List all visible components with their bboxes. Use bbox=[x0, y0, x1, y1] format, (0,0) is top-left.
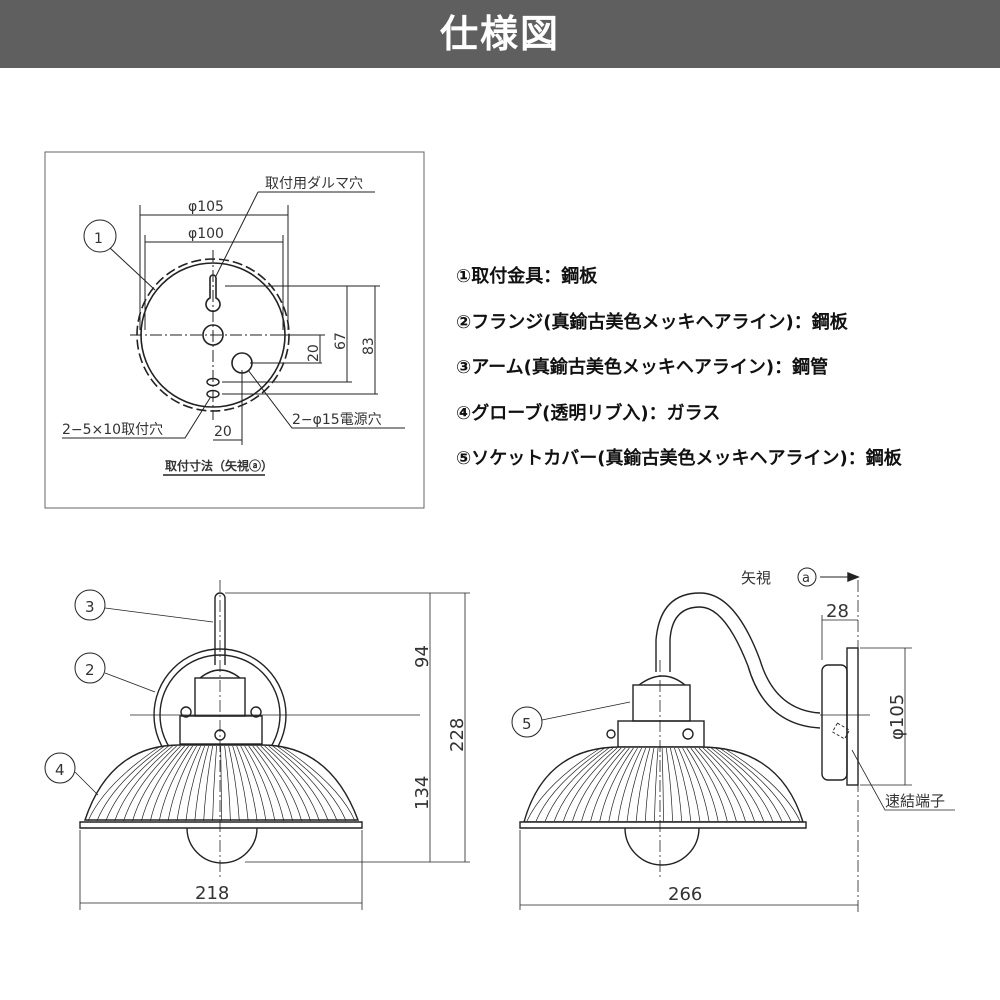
spec-item: ①取付金具：鋼板 bbox=[456, 266, 598, 287]
glass-rib bbox=[96, 745, 165, 822]
glass-rib bbox=[212, 745, 218, 822]
glass-rib bbox=[590, 747, 630, 822]
glass-rib bbox=[526, 747, 601, 822]
glass-rib bbox=[228, 745, 240, 822]
label-power-holes: 2−φ15電源穴 bbox=[292, 412, 382, 428]
dim-28: 28 bbox=[826, 601, 849, 622]
glass-rib bbox=[167, 745, 197, 822]
spec-item: ③アーム(真鍮古美色メッキヘアライン)：鋼管 bbox=[456, 357, 829, 378]
glass-rib bbox=[690, 747, 728, 822]
glass-rib bbox=[203, 745, 214, 822]
glass-rib bbox=[276, 745, 347, 822]
glass-rib bbox=[158, 745, 193, 822]
callout-2: 2 bbox=[85, 661, 95, 679]
dim-134: 134 bbox=[412, 776, 433, 810]
glass-rib bbox=[252, 745, 294, 822]
callout-1: 1 bbox=[94, 231, 103, 247]
glass-rib bbox=[661, 747, 664, 822]
glass-rib bbox=[141, 745, 185, 822]
callout-5: 5 bbox=[522, 715, 532, 733]
side-view bbox=[511, 567, 955, 915]
glass-rib bbox=[248, 745, 285, 822]
glass-rib bbox=[553, 747, 614, 822]
callout-3: 3 bbox=[85, 598, 95, 616]
dim-266: 266 bbox=[668, 884, 702, 905]
dim-218: 218 bbox=[195, 883, 229, 904]
spec-item: ⑤ソケットカバー(真鍮古美色メッキヘアライン)：鋼板 bbox=[456, 448, 902, 469]
glass-rib bbox=[256, 745, 302, 822]
spec-list: ①取付金具：鋼板 ②フランジ(真鍮古美色メッキヘアライン)：鋼板 ③アーム(真鍮… bbox=[456, 262, 902, 490]
glass-rib bbox=[723, 747, 801, 822]
glass-rib bbox=[240, 745, 267, 822]
page-title: 仕様図 bbox=[0, 0, 1000, 68]
glass-rib bbox=[194, 745, 209, 822]
label-keyhole: 取付用ダルマ穴 bbox=[265, 176, 363, 192]
glass-rib bbox=[87, 745, 161, 822]
mount-view bbox=[44, 151, 425, 509]
view-label: 矢視 bbox=[741, 569, 771, 587]
glass-rib bbox=[678, 747, 701, 822]
dim-67: 67 bbox=[333, 332, 349, 350]
glass-rib bbox=[711, 747, 774, 822]
glass-rib bbox=[702, 747, 755, 822]
glass-rib bbox=[264, 745, 320, 822]
glass-rib bbox=[132, 745, 181, 822]
glass-rib bbox=[686, 747, 719, 822]
glass-rib bbox=[669, 747, 683, 822]
glass-rib bbox=[608, 747, 638, 822]
spec-item: ④グローブ(透明リブ入)：ガラス bbox=[456, 402, 721, 424]
glass-rib bbox=[123, 745, 177, 822]
glass-rib bbox=[581, 747, 626, 822]
dim-20-vertical: 20 bbox=[306, 344, 322, 362]
dim-105-side: φ105 bbox=[887, 694, 908, 740]
glass-rib bbox=[220, 745, 222, 822]
glass-rib bbox=[599, 747, 634, 822]
dim-94: 94 bbox=[412, 645, 433, 668]
glass-rib bbox=[617, 747, 642, 822]
glass-rib bbox=[674, 747, 692, 822]
glass-rib bbox=[719, 747, 792, 822]
glass-rib bbox=[715, 747, 783, 822]
dim-outer: φ105 bbox=[188, 199, 224, 215]
dim-83: 83 bbox=[361, 337, 377, 355]
spec-item: ②フランジ(真鍮古美色メッキヘアライン)：鋼板 bbox=[456, 311, 848, 333]
glass-rib bbox=[563, 747, 618, 822]
glass-rib bbox=[665, 747, 673, 822]
glass-rib bbox=[224, 745, 231, 822]
glass-rib bbox=[268, 745, 329, 822]
glass-rib bbox=[280, 745, 356, 822]
glass-rib bbox=[535, 747, 605, 822]
glass-rib bbox=[176, 745, 201, 822]
glass-rib bbox=[105, 745, 169, 822]
glass-rib bbox=[626, 747, 647, 822]
dim-228: 228 bbox=[447, 718, 468, 752]
glass-rib bbox=[572, 747, 622, 822]
glass-rib bbox=[698, 747, 746, 822]
glass-rib bbox=[185, 745, 205, 822]
glass-rib bbox=[260, 745, 311, 822]
glass-rib bbox=[272, 745, 338, 822]
dim-inner: φ100 bbox=[188, 226, 224, 242]
front-view bbox=[44, 580, 470, 910]
glass-rib bbox=[544, 747, 610, 822]
glass-rib bbox=[244, 745, 276, 822]
glass-rib bbox=[236, 745, 258, 822]
glass-rib bbox=[149, 745, 189, 822]
mount-caption: 取付寸法（矢視ⓐ） bbox=[165, 458, 273, 473]
view-mark: a bbox=[802, 571, 810, 586]
glass-rib bbox=[706, 747, 764, 822]
glass-rib bbox=[232, 745, 249, 822]
glass-rib bbox=[635, 747, 651, 822]
label-mount-holes: 2−5×10取付穴 bbox=[62, 422, 163, 438]
glass-rib bbox=[114, 745, 173, 822]
dim-20-horizontal: 20 bbox=[214, 424, 232, 440]
label-terminal: 速結端子 bbox=[885, 792, 945, 810]
glass-rib bbox=[654, 747, 659, 822]
glass-rib bbox=[694, 747, 737, 822]
callout-4: 4 bbox=[55, 761, 65, 779]
glass-rib bbox=[644, 747, 655, 822]
glass-rib bbox=[682, 747, 710, 822]
